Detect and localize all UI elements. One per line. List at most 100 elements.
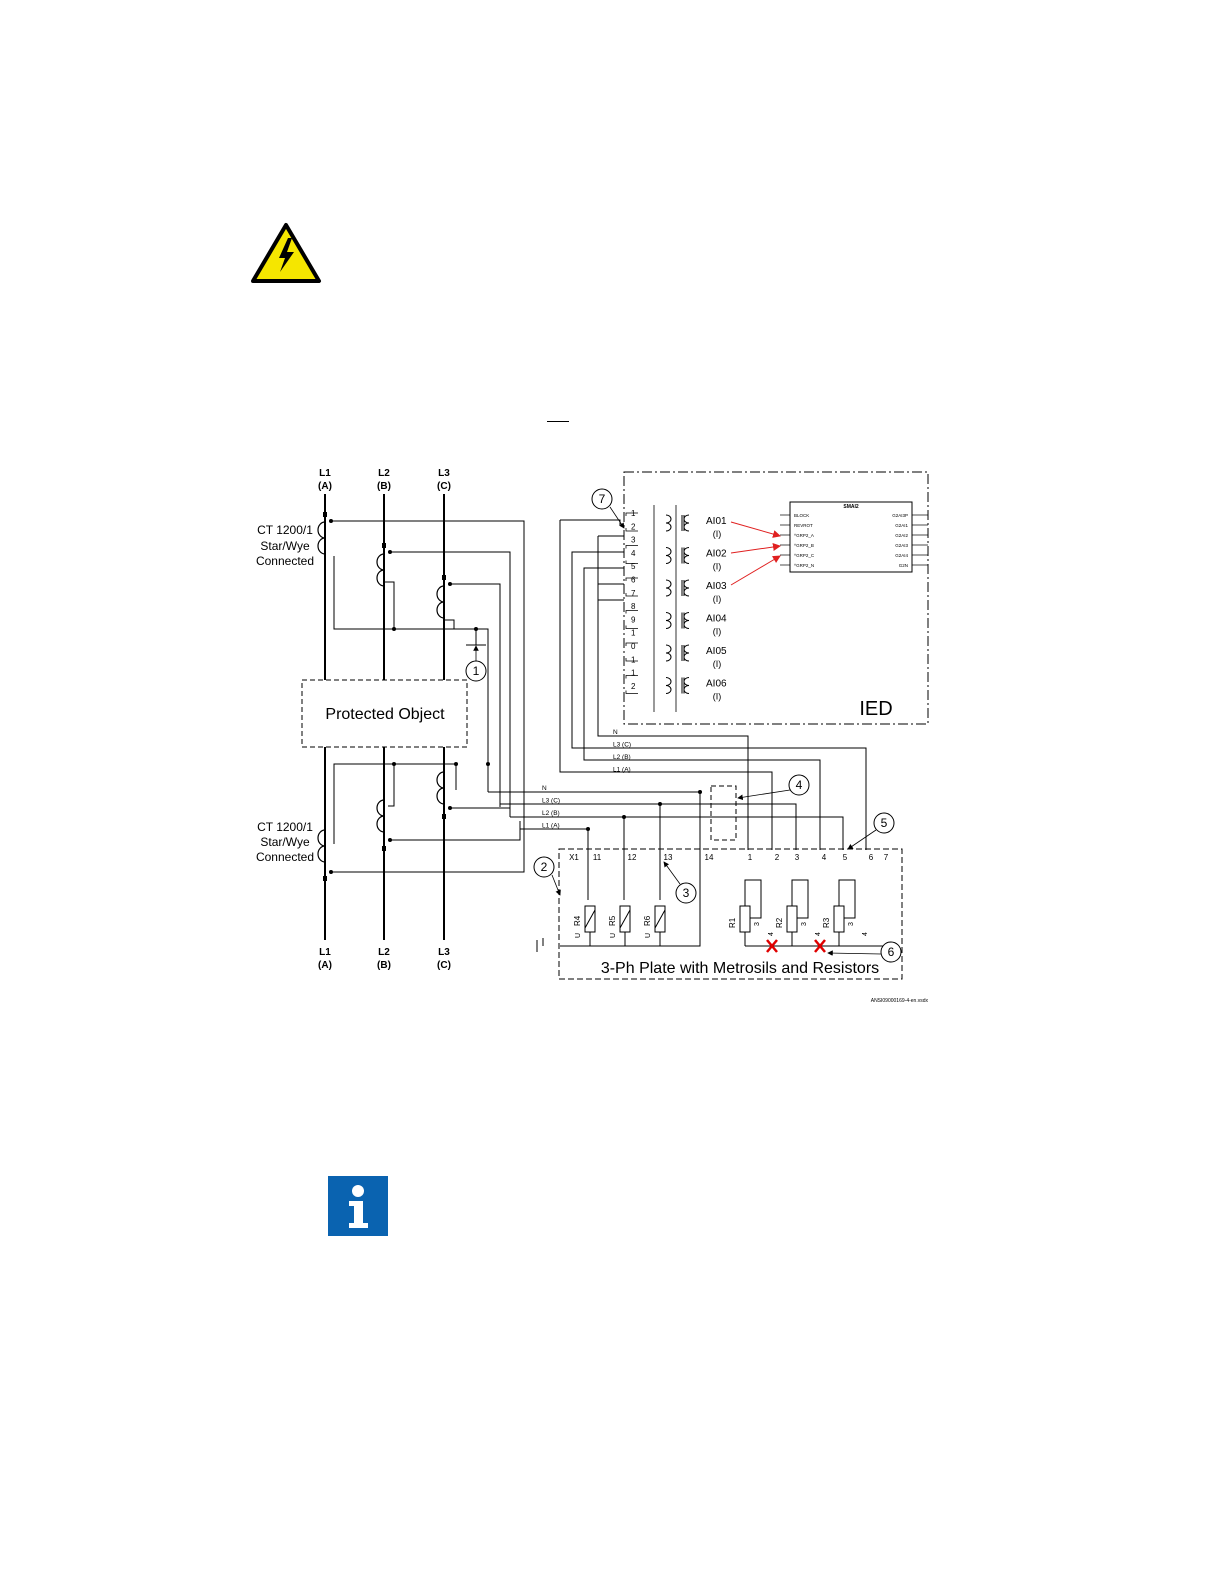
callout-5: 5 [873, 812, 895, 834]
bus-lower-label-1: N [542, 785, 547, 792]
callout-number: 7 [599, 492, 606, 506]
callout-2: 2 [533, 856, 555, 878]
ied-channel-sub: (I) [713, 594, 722, 604]
resistor-label: R3 [822, 917, 831, 928]
plate-terminal-10: 5 [843, 853, 848, 862]
ied-box [623, 471, 929, 725]
smai-input-1: BLOCK [794, 513, 809, 518]
resistor-r1: R1 3 4 [728, 879, 775, 946]
document-id: ANSI09000169-4-en.vsdx [871, 998, 929, 1004]
ied-channel-3: AI03 (I) [625, 577, 727, 604]
callout-number: 3 [683, 886, 690, 900]
ct-coils-top [317, 521, 445, 863]
link-box [710, 785, 737, 841]
red-callout-arrows [730, 521, 781, 586]
phase-sub-bottom-l3: (C) [437, 960, 451, 971]
ied-channel-name: AI05 [706, 646, 727, 657]
callout-number: 2 [541, 860, 548, 874]
plate-terminal-2: 11 [593, 853, 602, 862]
ied-channel-5: AI05 (I) [625, 642, 727, 669]
ied-channel-2: AI02(I) [625, 545, 727, 572]
upper-bus-wiring [559, 519, 867, 850]
smai-output-4: G2AI3 [895, 543, 908, 548]
protected-object-box [301, 679, 468, 748]
phase-label-top-l1: L1 [319, 468, 331, 479]
phase-sub-bottom-l1: (A) [318, 960, 332, 971]
ied-channel-6: AI06(I) [625, 675, 727, 702]
phase-label-bottom-l3: L3 [438, 947, 450, 958]
ct-top-line2: Star/Wye [260, 539, 310, 553]
ct-top-line3: Connected [256, 554, 314, 568]
bus-lower-label-2: L3 (C) [542, 798, 560, 805]
plate-terminal-9: 4 [822, 853, 827, 862]
callout-leader-2 [551, 874, 561, 896]
ied-channel-sub: (I) [713, 529, 722, 539]
smai-input-2: REVROT [794, 523, 813, 528]
callout-number: 4 [796, 778, 803, 792]
information-icon [328, 1176, 388, 1236]
metrosil-u: U [645, 933, 652, 938]
ied-terminal-1: 1 [631, 509, 636, 518]
ied-terminal-7: 7 [631, 589, 636, 598]
bus-upper-label-1: N [613, 729, 618, 736]
plate-terminal-4: 13 [664, 853, 673, 862]
ied-label: IED [859, 698, 892, 720]
resistor-label: R1 [728, 917, 737, 928]
smai-output-6: G2N [899, 563, 908, 568]
metrosil-r6: R6U [643, 905, 666, 946]
metrosil-r4: R4U [573, 905, 596, 946]
metrosil-u: U [610, 933, 617, 938]
callout-leader-7 [609, 506, 625, 529]
metrosil-label: R5 [608, 915, 617, 926]
electrical-hazard-warning-icon [251, 223, 321, 283]
resistor-pin3: 3 [754, 922, 761, 926]
ied-channel-sub: (I) [713, 659, 722, 669]
bus-upper-label-2: L3 (C) [613, 742, 631, 749]
smai-output-3: G2AI2 [895, 533, 908, 538]
phase-sub-top-l3: (C) [437, 481, 451, 492]
callout-leader-3 [663, 861, 681, 885]
metrosil-u: U [575, 933, 582, 938]
ied-channel-1: AI01 (I) [625, 512, 727, 539]
ied-terminal-11: 0 [631, 642, 636, 651]
plate-terminal-6: 1 [748, 853, 753, 862]
phase-label-top-l3: L3 [438, 468, 450, 479]
ied-channel-name: AI03 [706, 581, 727, 592]
smai-input-6: ^GRP2_N [794, 563, 814, 568]
plate-terminal-11: 6 [869, 853, 874, 862]
smai-input-3: ^GRP2_A [794, 533, 814, 538]
smai-output-2: G2AI1 [895, 523, 908, 528]
resistor-pin4: 4 [815, 932, 822, 936]
ied-channel-name: AI04 [706, 614, 727, 625]
ied-channel-name: AI01 [706, 516, 727, 527]
plate-terminal-7: 2 [775, 853, 780, 862]
ct-bottom-line3: Connected [256, 850, 314, 864]
resistor-pin4: 4 [768, 932, 775, 936]
removed-link-marks [766, 939, 826, 953]
callout-leader-4 [737, 789, 791, 801]
callout-number: 1 [473, 664, 480, 678]
ied-terminal-13: 1 [631, 669, 636, 678]
phase-label-top-l2: L2 [378, 468, 390, 479]
smai-input-5: ^GRP2_C [794, 553, 815, 558]
plate-terminal-12: 7 [884, 853, 889, 862]
phase-sub-top-l2: (B) [377, 481, 391, 492]
bus-upper-label-3: L2 (B) [613, 754, 631, 761]
ied-terminal-3: 3 [631, 536, 636, 545]
ct-bottom-line2: Star/Wye [260, 835, 310, 849]
plate-label: 3-Ph Plate with Metrosils and Resistors [601, 960, 879, 977]
plate-terminal-3: 12 [628, 853, 637, 862]
callout-7: 7 [591, 488, 613, 510]
ied-channel-sub: (I) [713, 562, 722, 572]
plate-box [558, 848, 903, 980]
callout-1: 1 [465, 660, 487, 682]
smai-output-1: G2AI3P [892, 513, 908, 518]
ied-terminal-9: 9 [631, 615, 636, 624]
protected-object-label: Protected Object [325, 706, 445, 723]
bus-upper-label-4: L1 (A) [613, 767, 631, 774]
callout-number: 5 [881, 816, 888, 830]
ied-channel-sub: (I) [713, 692, 722, 702]
